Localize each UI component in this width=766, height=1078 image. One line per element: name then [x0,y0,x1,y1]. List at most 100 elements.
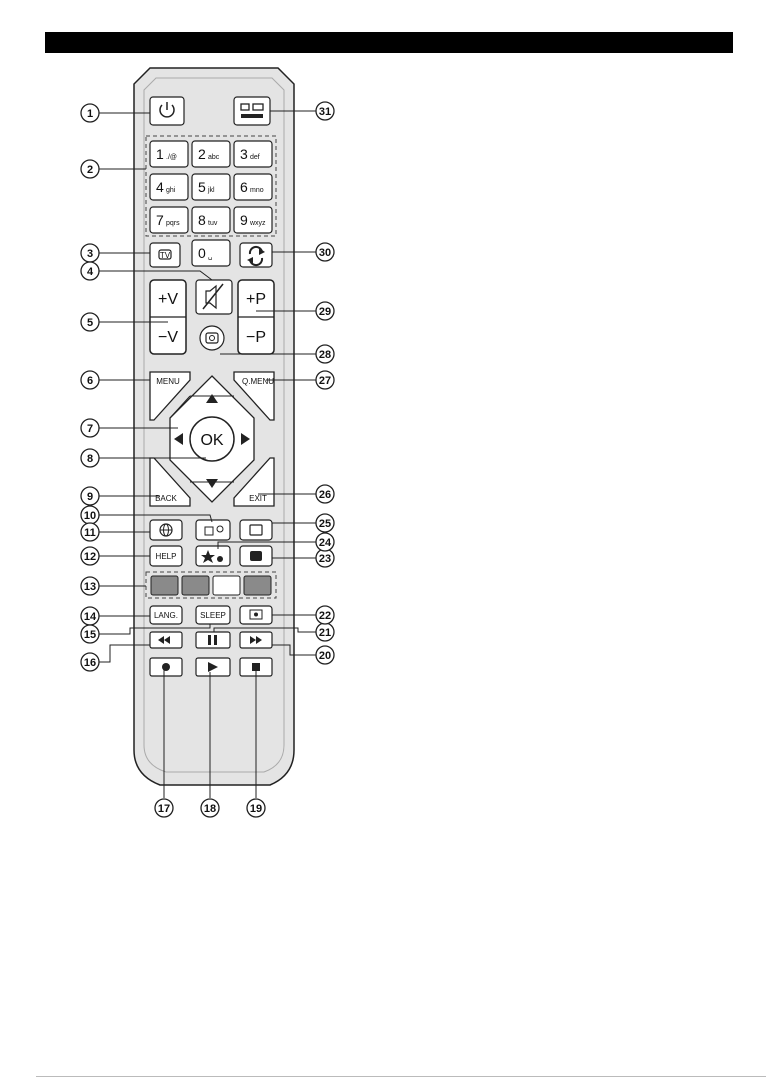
callout-13: 13 [81,577,99,595]
sleep-button[interactable]: SLEEP [196,606,230,624]
callout-number: 9 [87,491,93,503]
ok-label: OK [200,432,223,449]
callout-number: 19 [250,803,262,815]
callout-5: 5 [81,313,99,331]
callout-21: 21 [316,623,334,641]
help-label: HELP [156,552,177,561]
callout-number: 26 [319,489,331,501]
source-button[interactable] [234,97,270,125]
callout-28: 28 [316,345,334,363]
number-key-digit: 5 [198,179,206,195]
programme-rocker[interactable]: +P −P [238,280,274,354]
callout-15: 15 [81,625,99,643]
callout-11: 11 [81,523,99,541]
callout-number: 7 [87,423,93,435]
menu-label: MENU [156,377,180,386]
number-key-1[interactable]: 1./@ [150,141,188,167]
quick-menu-label: Q.MENU [242,377,274,386]
number-key-digit: 2 [198,146,206,162]
callout-number: 25 [319,518,331,530]
rewind-button[interactable] [150,632,182,648]
number-key-digit: 8 [198,212,206,228]
callout-17: 17 [155,799,173,817]
favourites-button[interactable] [196,546,230,566]
number-key-letters: ␣ [208,253,212,260]
help-button[interactable]: HELP [150,546,182,566]
callout-8: 8 [81,449,99,467]
callout-9: 9 [81,487,99,505]
callout-3: 3 [81,244,99,262]
green-key[interactable] [182,576,209,595]
callout-12: 12 [81,547,99,565]
callout-31: 31 [316,102,334,120]
callout-30: 30 [316,243,334,261]
callout-1: 1 [81,104,99,122]
mute-button[interactable] [196,280,232,314]
power-button[interactable] [150,97,184,125]
callout-number: 4 [87,266,94,278]
programme-down-label: −P [246,329,266,346]
number-key-digit: 6 [240,179,248,195]
back-label: BACK [155,494,177,503]
home-button[interactable] [200,326,224,350]
callout-25: 25 [316,514,334,532]
blue-key[interactable] [244,576,271,595]
number-key-digit: 0 [198,245,206,261]
number-key-letters: ghi [166,187,176,194]
number-key-digit: 3 [240,146,248,162]
callout-number: 13 [84,581,96,593]
fast-forward-button[interactable] [240,632,272,648]
number-key-letters: pqrs [166,220,180,227]
lang-button[interactable]: LANG. [150,606,182,624]
swap-button[interactable] [240,243,272,267]
number-key-letters: mno [250,187,264,194]
record-button[interactable] [150,658,182,676]
callout-number: 22 [319,610,331,622]
callout-number: 2 [87,164,93,176]
number-key-digit: 9 [240,212,248,228]
subtitle-button[interactable] [240,546,272,566]
red-key[interactable] [151,576,178,595]
callout-number: 14 [84,611,97,623]
callout-number: 28 [319,349,331,361]
callout-20: 20 [316,646,334,664]
callout-number: 12 [84,551,96,563]
yellow-key[interactable] [213,576,240,595]
callout-number: 30 [319,247,331,259]
number-key-0[interactable]: 0␣ [192,240,230,266]
callout-number: 20 [319,650,331,662]
callout-29: 29 [316,302,334,320]
play-button[interactable] [196,658,230,676]
number-key-letters: wxyz [249,220,266,227]
callout-number: 31 [319,106,331,118]
number-key-letters: def [250,154,260,161]
record-icon [162,663,170,671]
screen-button[interactable] [240,606,272,624]
tv-button[interactable]: TV [150,243,180,267]
text-button[interactable] [240,520,272,540]
number-key-digit: 4 [156,179,164,195]
internet-button[interactable] [150,520,182,540]
callout-18: 18 [201,799,219,817]
callout-7: 7 [81,419,99,437]
callout-16: 16 [81,653,99,671]
media-browser-button[interactable] [196,520,230,540]
number-key-letters: abc [208,154,220,161]
callout-19: 19 [247,799,265,817]
ok-button[interactable]: OK [190,417,234,461]
exit-label: EXIT [249,494,267,503]
callout-number: 3 [87,248,93,260]
volume-rocker[interactable]: +V −V [150,280,186,354]
pause-button[interactable] [196,632,230,648]
footer-rule [36,1076,766,1077]
programme-up-label: +P [246,291,266,308]
